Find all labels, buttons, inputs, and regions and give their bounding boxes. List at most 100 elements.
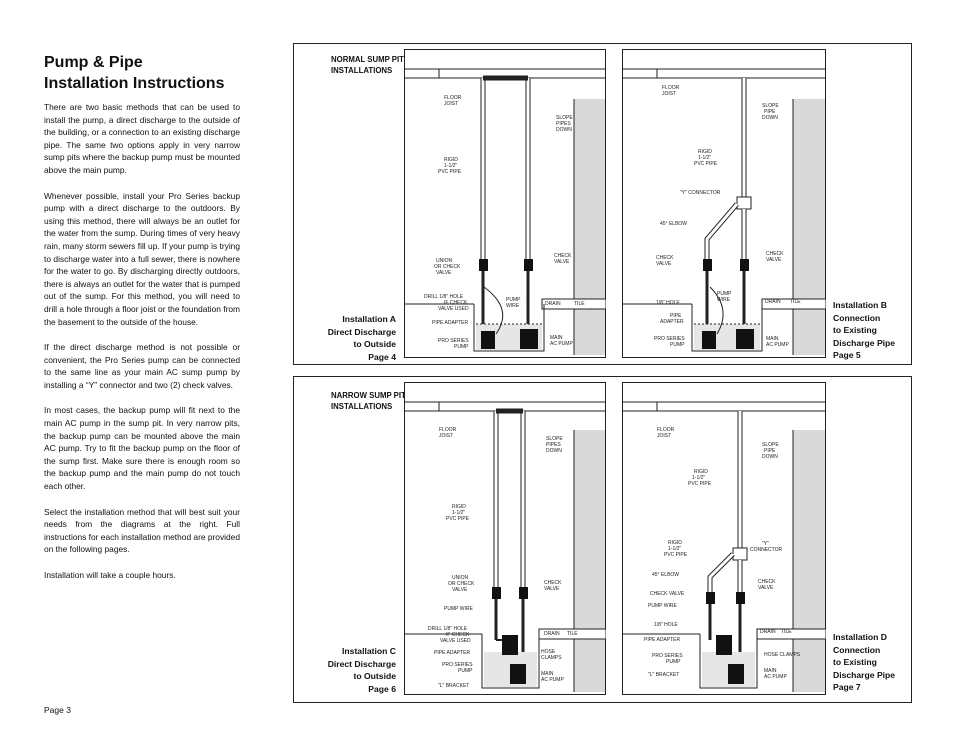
paragraph: There are two basic methods that can be …: [44, 102, 240, 175]
diagram-label: AC PUMP: [766, 342, 789, 348]
diagram-label: CHECK: [766, 251, 784, 257]
narrow-sump-title: NARROW SUMP PIT INSTALLATIONS: [331, 390, 406, 412]
paragraph: Whenever possible, install your Pro Seri…: [44, 190, 240, 327]
diagram-label: PVC PIPE: [688, 481, 712, 487]
caption-line: to Existing: [833, 325, 877, 335]
diagram-label: PIPES: [546, 442, 561, 448]
caption-line: to Outside: [353, 671, 397, 681]
paragraph: Select the installation method that will…: [44, 506, 240, 555]
installation-c-caption: Installation C Direct Discharge to Outsi…: [310, 645, 396, 695]
diagram-label: VALVE: [544, 586, 560, 592]
diagram-label: PVC PIPE: [694, 161, 718, 167]
diagram-label: OR CHECK: [434, 264, 461, 270]
caption-line: Installation A: [342, 314, 396, 324]
diagram-label: DRILL 1/8" HOLE: [428, 626, 468, 632]
caption-line: Page 4: [368, 351, 396, 362]
panel-title-line: INSTALLATIONS: [331, 66, 393, 75]
diagram-label: PIPE ADAPTER: [644, 637, 681, 643]
diagram-label: VALVE: [554, 259, 570, 265]
diagram-label: UNION: [452, 575, 469, 581]
diagram-label: 1-1/2": [692, 475, 705, 481]
diagram-label: "L" BRACKET: [648, 672, 679, 678]
diagram-label: "Y" CONNECTOR: [680, 190, 721, 196]
diagram-label: 1/8" HOLE: [654, 622, 678, 628]
diagram-label: CHECK: [758, 579, 776, 585]
diagram-a: FLOOR JOIST SLOPE PIPES DOWN RIGID 1-1/2…: [404, 49, 606, 358]
diagram-label: PIPES: [556, 121, 571, 127]
panel-title-line: NORMAL SUMP PIT: [331, 55, 404, 64]
diagram-label: PUMP WIRE: [648, 603, 677, 609]
paragraph: If the direct discharge method is not po…: [44, 342, 240, 390]
diagram-label: RIGID: [452, 504, 466, 510]
diagram-label: 45° ELBOW: [660, 221, 687, 227]
diagram-label: WIRE: [506, 303, 520, 309]
diagram-label: CLAMPS: [541, 655, 562, 661]
diagram-label: OR CHECK: [448, 581, 475, 587]
title-line-1: Pump & Pipe: [44, 54, 143, 71]
diagram-label: VALVE USED: [440, 638, 471, 644]
caption-line: Discharge Pipe: [833, 669, 896, 680]
installation-d-caption: Installation D Connection to Existing Di…: [833, 631, 909, 694]
diagram-label: PVC PIPE: [446, 516, 470, 522]
diagram-label: DRAIN: [760, 629, 776, 635]
diagram-label: DRAIN: [544, 631, 560, 637]
diagram-label: AC PUMP: [541, 677, 564, 683]
diagram-label: PUMP WIRE: [444, 606, 473, 612]
diagram-label: CHECK VALVE: [650, 591, 685, 597]
diagram-label: VALVE USED: [438, 306, 469, 312]
diagram-label: UNION: [436, 258, 453, 264]
diagram-label: TILE: [574, 301, 585, 307]
installation-a-caption: Installation A Direct Discharge to Outsi…: [310, 313, 396, 363]
diagram-label: PIPE: [670, 313, 682, 319]
diagram-label: SLOPE: [546, 436, 563, 442]
diagram-label: AC PUMP: [550, 341, 573, 347]
caption-line: Direct Discharge: [327, 658, 396, 669]
diagram-label: "L" BRACKET: [438, 683, 469, 689]
diagram-label: PVC PIPE: [438, 169, 462, 175]
diagram-label: TILE: [567, 631, 578, 637]
diagram-label: WIRE: [717, 297, 731, 303]
diagram-label: CONNECTOR: [750, 547, 783, 553]
diagram-label: DOWN: [556, 127, 572, 133]
title-line-2: Installation Instructions: [44, 75, 225, 92]
diagram-c: FLOOR JOIST SLOPE PIPES DOWN RIGID 1-1/2…: [404, 382, 606, 695]
diagram-label: DOWN: [546, 448, 562, 454]
caption-line: Installation C: [342, 646, 396, 656]
diagram-label: JOIST: [662, 91, 676, 97]
diagram-label: PIPE: [764, 109, 776, 115]
diagram-label: JOIST: [657, 433, 671, 439]
diagram-label: PIPE ADAPTER: [432, 320, 469, 326]
diagram-label: PVC PIPE: [664, 552, 688, 558]
diagram-label: ADAPTER: [660, 319, 684, 325]
diagram-label: DRAIN: [545, 301, 561, 307]
diagram-label: RIGID: [698, 149, 712, 155]
diagram-label: SLOPE: [762, 442, 779, 448]
diagram-label: RIGID: [694, 469, 708, 475]
paragraph: In most cases, the backup pump will fit …: [44, 405, 240, 492]
diagram-label: HOSE: [541, 649, 556, 655]
diagram-label: VALVE: [436, 270, 452, 276]
caption-line: Connection: [833, 644, 881, 655]
caption-line: Connection: [833, 312, 881, 323]
caption-line: to Outside: [353, 339, 397, 349]
diagram-label: PIPE: [764, 448, 776, 454]
diagram-label: VALVE: [656, 261, 672, 267]
diagram-label: RIGID: [668, 540, 682, 546]
diagram-label: FLOOR: [444, 95, 462, 101]
diagram-label: JOIST: [439, 433, 453, 439]
diagram-label: "Y": [762, 541, 769, 547]
diagram-label: 1-1/2": [452, 510, 465, 516]
diagram-label: PRO SERIES: [654, 336, 685, 342]
diagram-label: FLOOR: [657, 427, 675, 433]
diagram-label: 1-1/2": [668, 546, 681, 552]
diagram-label: PRO SERIES: [438, 338, 469, 344]
diagram-label: TILE: [781, 629, 792, 635]
caption-line: Installation B: [833, 300, 887, 310]
diagram-label: 1-1/2": [444, 163, 457, 169]
diagram-label: HOSE CLAMPS: [764, 652, 801, 658]
diagram-label: IF CHECK: [444, 300, 468, 306]
diagram-label: RIGID: [444, 157, 458, 163]
page-title: Pump & Pipe Installation Instructions: [44, 52, 264, 94]
diagram-label: AC PUMP: [764, 674, 787, 680]
diagram-label: JOIST: [444, 101, 458, 107]
